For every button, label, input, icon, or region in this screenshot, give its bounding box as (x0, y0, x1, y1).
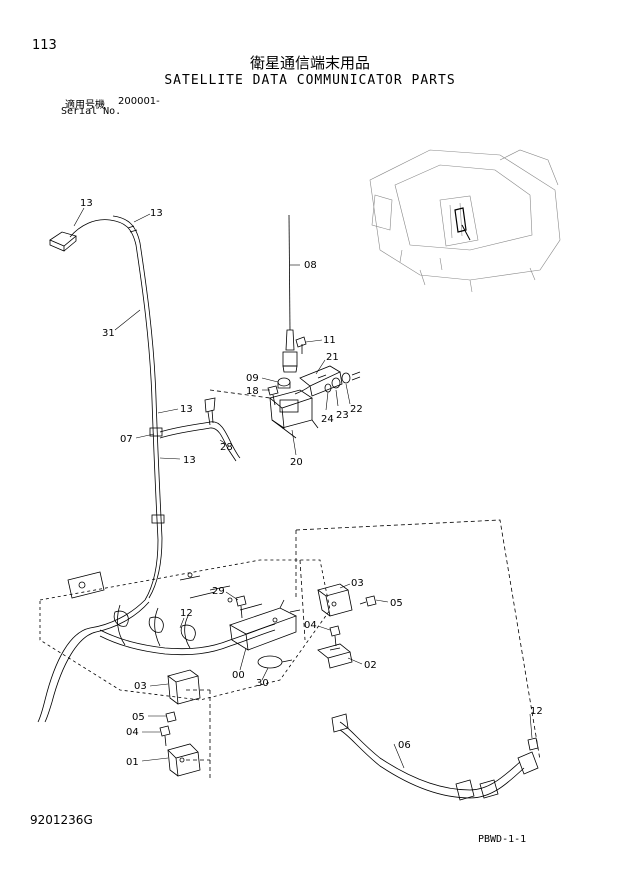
cable-31 (109, 215, 165, 601)
bracket-03-left (167, 669, 201, 705)
serial-code: 200001- (118, 96, 160, 107)
callout-24: 24 (321, 414, 334, 425)
satellite-antenna-unit (49, 219, 111, 252)
callout-22: 22 (350, 404, 363, 415)
callout-03: 03 (134, 681, 147, 692)
bracket-01-left (167, 743, 201, 777)
callout-03: 03 (351, 578, 364, 589)
antenna-bracket-21 (294, 365, 343, 397)
callout-04: 04 (304, 620, 317, 631)
callout-12: 12 (180, 608, 193, 619)
bolt-11 (295, 336, 307, 354)
callout-30: 30 (256, 678, 269, 689)
callout-12: 12 (530, 706, 543, 717)
callout-04: 04 (126, 727, 139, 738)
callout-29: 29 (212, 586, 225, 597)
callout-01: 01 (126, 757, 139, 768)
callout-02: 02 (364, 660, 377, 671)
band-30 (257, 655, 293, 669)
page-number: 113 (32, 38, 57, 53)
bolt-09-18 (267, 377, 291, 406)
callout-leaders (73, 207, 533, 769)
callout-06: 06 (398, 740, 411, 751)
callout-05: 05 (390, 598, 403, 609)
title-japanese: 衛星通信端末用品 (249, 54, 370, 72)
callout-11: 11 (323, 335, 336, 346)
callout-13: 13 (150, 208, 163, 219)
callout-07: 07 (120, 434, 133, 445)
callout-18: 18 (246, 386, 259, 397)
communicator-unit-00 (229, 599, 301, 651)
bracket-03-right (317, 583, 353, 617)
callout-09: 09 (246, 373, 259, 384)
callout-20: 20 (290, 457, 303, 468)
serial-label-japanese: 適用号機 (65, 100, 105, 111)
callout-31: 31 (102, 328, 115, 339)
title-english: SATELLITE DATA COMMUNICATOR PARTS (164, 73, 456, 88)
callout-13: 13 (180, 404, 193, 415)
callout-13: 13 (80, 198, 93, 209)
serial-label-english: Serial No. (61, 106, 122, 117)
callout-labels: 13 13 31 08 11 21 09 18 24 23 22 13 07 2… (80, 198, 543, 768)
bracket-02-right (317, 643, 353, 669)
callout-08: 08 (304, 260, 317, 271)
bolt-04-left (159, 725, 171, 747)
dashed-leaders (186, 519, 541, 780)
drawing-number: 9201236G (30, 813, 93, 827)
clamps-12 (113, 610, 196, 641)
callout-05: 05 (132, 712, 145, 723)
hose-28 (159, 397, 241, 462)
bolt-29 (235, 595, 247, 619)
mounting-plate (39, 559, 331, 701)
callout-21: 21 (326, 352, 339, 363)
antenna-base-20 (269, 389, 319, 439)
whip-antenna-08 (282, 214, 298, 373)
callout-13: 13 (183, 455, 196, 466)
harness-06 (331, 713, 539, 801)
callout-23: 23 (336, 410, 349, 421)
bolt-04-right (329, 625, 341, 647)
callout-00: 00 (232, 670, 245, 681)
bolt-05-left (165, 711, 177, 723)
callout-28: 28 (220, 442, 233, 453)
page-code: PBWD-1-1 (478, 834, 527, 845)
bolt-05-right (359, 595, 377, 607)
